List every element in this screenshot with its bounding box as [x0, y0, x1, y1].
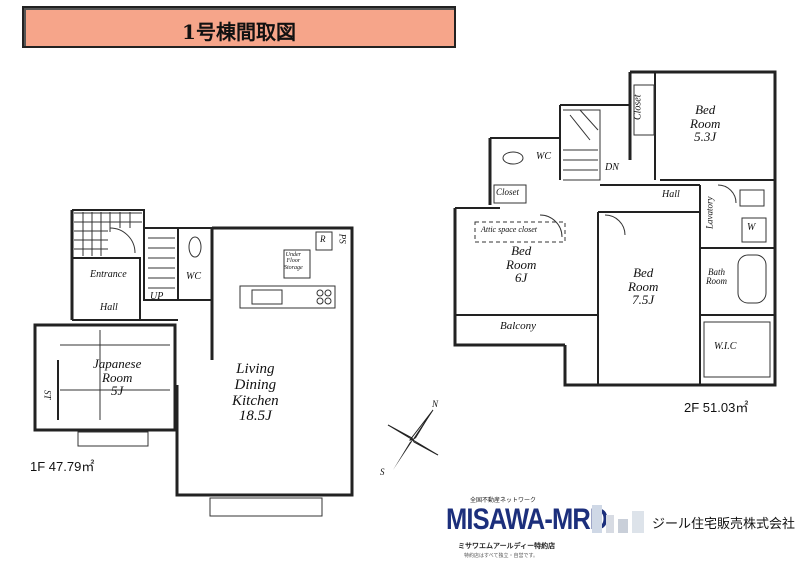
floor2-area: 2F 51.03㎡	[684, 400, 749, 415]
compass-icon	[387, 409, 439, 470]
lavatory-label: Lavatory	[704, 196, 715, 229]
bedroom-6-label: Bed Room 6J	[506, 243, 537, 286]
under-floor-storage-label: Under Floor Storage	[284, 252, 303, 271]
title-banner: 1号棟間取図	[22, 6, 456, 48]
brand-sub: ミサワエムアールディー特約店	[458, 542, 556, 550]
compass-s-label: S	[380, 467, 385, 477]
wc-2f-label: WC	[536, 151, 551, 162]
washer-label: W	[747, 222, 756, 233]
brand-logo: MISAWA-MRD	[446, 503, 608, 536]
floor1-area: 1F 47.79㎡	[30, 459, 95, 474]
wic-label: W.I.C	[714, 341, 737, 352]
closet-top-label: Closet	[632, 94, 644, 121]
wc-1f-label: WC	[186, 271, 201, 282]
ps-label: PS	[337, 233, 348, 244]
bedroom-7-5-label: Bed Room 7.5J	[628, 265, 659, 308]
network-text: 全国不動産ネットワーク	[470, 497, 537, 504]
company-name: ジール住宅販売株式会社	[652, 517, 796, 532]
attic-space-closet-label: Attic space closet	[481, 225, 537, 234]
bedroom-5-3-label: Bed Room 5.3J	[690, 102, 721, 145]
building-icon	[592, 505, 644, 533]
japanese-room-label: Japanese Room 5J	[93, 356, 142, 399]
footer-logo: 全国不動産ネットワーク MISAWA-MRD ミサワエムアールディー特約店 特約…	[440, 495, 800, 565]
balcony-label: Balcony	[500, 320, 537, 332]
hall-1f-label: Hall	[100, 302, 118, 313]
entrance-label: Entrance	[90, 269, 127, 280]
r-label: R	[320, 234, 326, 244]
up-label: UP	[150, 291, 164, 302]
brand-note: 特約店はすべて独立・自営です。	[464, 553, 538, 559]
bathroom-label: Bath Room	[706, 267, 727, 287]
ldk-label: Living Dining Kitchen 18.5J	[232, 361, 279, 425]
page-title: 1号棟間取図	[182, 20, 296, 44]
compass-n-label: N	[432, 399, 439, 409]
hall-2f-label: Hall	[662, 189, 680, 200]
st-label: ST	[42, 389, 53, 400]
dn-label: DN	[605, 162, 619, 173]
closet-left-label: Closet	[496, 187, 520, 197]
